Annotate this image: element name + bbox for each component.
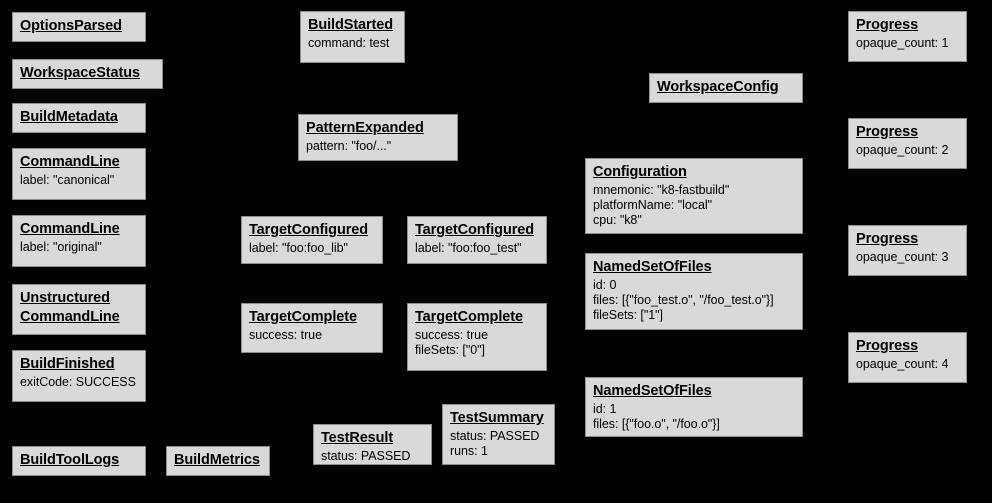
node-field: cpu: "k8": [593, 213, 642, 228]
node-fields: exitCode: SUCCESS: [20, 375, 139, 390]
node-progress-4[interactable]: Progress opaque_count: 4: [848, 332, 967, 383]
node-field: status: PASSED: [321, 448, 411, 463]
node-field: label: "foo:foo_test": [415, 240, 522, 255]
node-title: BuildMetrics: [174, 452, 260, 468]
node-fields: opaque_count: 1: [856, 36, 960, 51]
node-title: CommandLine: [20, 154, 120, 170]
node-fields: pattern: "foo/...": [306, 139, 451, 154]
node-title: TargetConfigured: [415, 222, 534, 238]
node-build-started[interactable]: BuildStarted command: test: [300, 11, 405, 63]
node-fields: label: "canonical": [20, 173, 139, 188]
node-fields: success: true: [249, 328, 376, 343]
node-fields: opaque_count: 3: [856, 250, 960, 265]
node-title: BuildMetadata: [20, 109, 118, 125]
node-field: label: "canonical": [20, 172, 115, 187]
node-title: NamedSetOfFiles: [593, 383, 712, 399]
node-build-finished[interactable]: BuildFinished exitCode: SUCCESS: [12, 350, 146, 402]
node-workspace-status[interactable]: WorkspaceStatus: [12, 59, 163, 89]
node-field: label: "foo:foo_lib": [249, 240, 348, 255]
node-title: TargetConfigured: [249, 222, 368, 238]
node-unstructured-command-line[interactable]: Unstructured CommandLine: [12, 284, 146, 335]
node-build-metadata[interactable]: BuildMetadata: [12, 103, 146, 133]
node-fields: command: test: [308, 36, 398, 51]
node-title: BuildFinished: [20, 356, 115, 372]
node-field: success: true: [415, 327, 488, 342]
node-title: Progress: [856, 231, 919, 247]
node-title: OptionsParsed: [20, 18, 122, 34]
node-target-configured-foo-test[interactable]: TargetConfigured label: "foo:foo_test": [407, 216, 547, 264]
node-title: BuildToolLogs: [20, 452, 120, 468]
node-fields: label: "foo:foo_test": [415, 241, 540, 256]
node-field: pattern: "foo/...": [306, 138, 392, 153]
node-title: WorkspaceConfig: [657, 79, 779, 95]
node-field: id: 0: [593, 277, 617, 292]
node-field: runs: 1: [450, 443, 488, 458]
node-fields: label: "original": [20, 240, 139, 255]
node-test-result[interactable]: TestResult status: PASSED: [313, 424, 432, 465]
node-title: TargetComplete: [415, 309, 523, 325]
node-title: TestSummary: [450, 410, 544, 426]
node-field: label: "original": [20, 239, 102, 254]
node-field: fileSets: ["1"]: [593, 308, 663, 323]
node-title: Progress: [856, 338, 919, 354]
node-field: exitCode: SUCCESS: [20, 374, 136, 389]
node-fields: label: "foo:foo_lib": [249, 241, 376, 256]
node-build-tool-logs[interactable]: BuildToolLogs: [12, 446, 146, 476]
node-title: PatternExpanded: [306, 120, 424, 136]
node-field: platformName: "local": [593, 197, 712, 212]
node-build-metrics[interactable]: BuildMetrics: [166, 446, 270, 476]
node-command-line-canonical[interactable]: CommandLine label: "canonical": [12, 148, 146, 200]
node-progress-1[interactable]: Progress opaque_count: 1: [848, 11, 967, 62]
node-options-parsed[interactable]: OptionsParsed: [12, 12, 146, 42]
node-progress-2[interactable]: Progress opaque_count: 2: [848, 118, 967, 169]
node-field: opaque_count: 1: [856, 35, 949, 50]
node-fields: status: PASSED: [321, 449, 425, 464]
node-field: id: 1: [593, 401, 617, 416]
node-title: Configuration: [593, 164, 687, 180]
node-target-configured-foo-lib[interactable]: TargetConfigured label: "foo:foo_lib": [241, 216, 383, 264]
node-field: mnemonic: "k8-fastbuild": [593, 182, 730, 197]
node-title: NamedSetOfFiles: [593, 259, 712, 275]
node-title: CommandLine: [20, 221, 120, 237]
node-workspace-config[interactable]: WorkspaceConfig: [649, 73, 803, 103]
node-title: TargetComplete: [249, 309, 357, 325]
node-fields: opaque_count: 2: [856, 143, 960, 158]
node-command-line-original[interactable]: CommandLine label: "original": [12, 215, 146, 267]
node-fields: mnemonic: "k8-fastbuild"platformName: "l…: [593, 183, 796, 229]
node-title: BuildStarted: [308, 17, 394, 33]
node-configuration[interactable]: Configuration mnemonic: "k8-fastbuild"pla…: [585, 158, 803, 234]
node-fields: opaque_count: 4: [856, 357, 960, 372]
node-field: fileSets: ["0"]: [415, 342, 485, 357]
node-title: Progress: [856, 124, 919, 140]
node-field: files: [{"foo.o", "/foo.o"}]: [593, 416, 720, 431]
node-field: opaque_count: 4: [856, 356, 949, 371]
node-field: opaque_count: 3: [856, 249, 949, 264]
node-field: command: test: [308, 35, 390, 50]
node-title: WorkspaceStatus: [20, 65, 140, 81]
node-field: status: PASSED: [450, 428, 540, 443]
node-field: files: [{"foo_test.o", "/foo_test.o"}]: [593, 292, 774, 307]
node-field: success: true: [249, 327, 322, 342]
node-title: TestResult: [321, 430, 394, 446]
node-progress-3[interactable]: Progress opaque_count: 3: [848, 225, 967, 276]
node-target-complete-foo-lib[interactable]: TargetComplete success: true: [241, 303, 383, 353]
node-title: Progress: [856, 17, 919, 33]
node-field: opaque_count: 2: [856, 142, 949, 157]
node-title: Unstructured CommandLine: [20, 290, 120, 325]
node-pattern-expanded[interactable]: PatternExpanded pattern: "foo/...": [298, 114, 458, 161]
